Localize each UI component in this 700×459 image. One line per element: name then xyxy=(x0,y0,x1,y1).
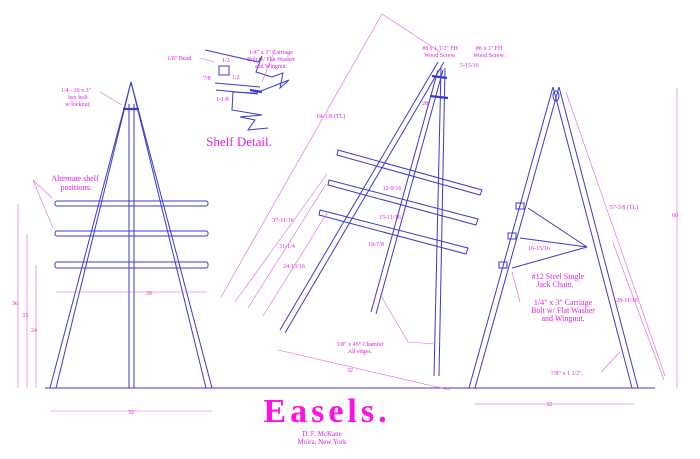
dim-32-right: 32 xyxy=(546,402,552,408)
hex-bolt-label-1: 1/4 - 20 x 3" xyxy=(61,88,92,94)
author: D. F. McKane xyxy=(302,430,342,438)
detail-bolt-label-1: 1/4" x 3" Carriage xyxy=(249,50,293,56)
chain-label-2: Jack Chain. xyxy=(536,280,573,289)
dim-64-1-8-tl: 64-1/8 (TL) xyxy=(317,113,346,120)
stock-label: 7/8" x 1 1/2". xyxy=(551,371,584,377)
alt-shelf-label-1: Alternate shelf xyxy=(51,174,99,183)
middle-shelf-2 xyxy=(327,179,479,226)
shelf-alt-2 xyxy=(54,230,209,237)
screw2-label-2: Wood Screw. xyxy=(473,53,505,59)
jack-chain xyxy=(527,207,588,248)
dim-angle-28: 28° xyxy=(422,100,431,107)
hex-bolt-label-2: hex bolt xyxy=(68,95,88,101)
screw2-label-1: #8 x 1" FH xyxy=(476,46,503,52)
dim-36: 36 xyxy=(12,301,18,307)
middle-shelf-1 xyxy=(336,149,483,196)
dim-32-middle: 32 xyxy=(347,368,353,374)
dim-32-left: 32 xyxy=(128,410,134,416)
shelf xyxy=(54,261,209,269)
hex-bolt-label-3: w/locknut. xyxy=(65,102,91,108)
right-bolt-label-1: 1/4" x 3" Carriage xyxy=(534,298,593,307)
dim-37-11-16: 37-11/16 xyxy=(272,218,293,224)
right-bolt-label-3: and Wingnut. xyxy=(541,314,584,323)
right-bolt-label-2: Bolt w/ Flat Washer xyxy=(531,306,595,315)
middle-easel: #8 x 1 1/2" FH Wood Screw. #8 x 1" FH Wo… xyxy=(220,13,505,391)
dim-18-7-8: 18-7/8 xyxy=(368,242,384,248)
chain-label-1: #12 Steel Single xyxy=(532,272,585,281)
dim-28-11-16: 28-11/16 xyxy=(616,298,637,304)
dim-60: 60 xyxy=(672,213,678,219)
dim-30: 30 xyxy=(146,291,152,297)
dim-24: 24 xyxy=(31,328,37,334)
carriage-bolt xyxy=(515,202,525,210)
dim-24-13-16: 24-13/16 xyxy=(283,264,305,270)
bead-label: 1/8" Bead. xyxy=(167,56,193,62)
dim-12-9-16: 12-9/16 xyxy=(383,186,402,192)
detail-dim-3: 7/8 xyxy=(203,76,211,82)
detail-dim-1: 1/2 xyxy=(222,58,230,64)
detail-dim-4: 1-1/8 xyxy=(216,97,229,103)
shelf-alt-1 xyxy=(54,200,209,207)
shelf-detail: 1/8" Bead. 1/2 1/2 7/8 1-1/8 1/4" x 3" C… xyxy=(167,49,295,149)
dim-57-3-8-tl: 57-3/8 (TL) xyxy=(610,204,639,211)
dim-16-15-16: 16-15/16 xyxy=(528,246,550,252)
dim-5-15-16: 5-15/16 xyxy=(460,63,479,69)
dim-15-11-16: 15-11/16 xyxy=(379,215,400,221)
middle-shelf-3 xyxy=(318,209,469,255)
alt-shelf-label-2: positions. xyxy=(61,183,92,192)
screw1-label-2: Wood Screw. xyxy=(424,53,456,59)
shelf-detail-title: Shelf Detail. xyxy=(206,134,272,149)
detail-bolt-label-2: Bolt w/ Flat Washer xyxy=(247,57,295,63)
location: Moira, New York xyxy=(298,438,348,446)
screw1-label-1: #8 x 1 1/2" FH xyxy=(422,46,458,52)
chamfer-label-1: 1/8" x 45° Chamfer xyxy=(336,341,383,348)
chamfer-label-2: All edges. xyxy=(348,349,373,355)
dim-31-1-4: 31-1/4 xyxy=(279,244,295,250)
detail-bolt-label-3: and Wingnut. xyxy=(255,64,288,70)
right-easel: 57-3/8 (TL) 60 16-15/16 28-11/16 #12 Ste… xyxy=(468,86,678,408)
detail-dim-2: 1/2 xyxy=(232,75,240,81)
dim-33: 33 xyxy=(22,313,28,319)
drawing-title: Easels. xyxy=(263,393,390,430)
left-easel: 1/4 - 20 x 3" hex bolt w/locknut. Altern… xyxy=(12,81,213,416)
